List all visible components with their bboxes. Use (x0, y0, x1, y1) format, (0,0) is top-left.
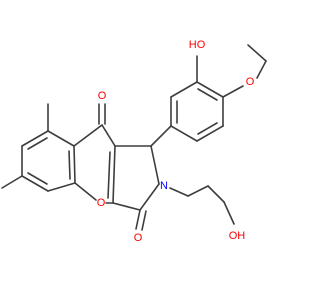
bond (196, 125, 224, 142)
atom-labels: HO O O N O O OH (97, 39, 255, 244)
bond (112, 202, 141, 211)
atom-label-ketone-o: O (98, 90, 107, 102)
bond (139, 183, 160, 211)
atom-label-nitrogen: N (160, 180, 168, 192)
bond (101, 124, 116, 147)
bond (47, 182, 76, 192)
bond (68, 150, 71, 180)
bond (197, 88, 218, 101)
bond (27, 172, 48, 185)
bond (21, 130, 49, 147)
bond (170, 81, 198, 98)
atom-label-ring-o: O (97, 197, 106, 209)
bond (169, 187, 189, 197)
bonds (1, 44, 267, 231)
bond (47, 130, 75, 147)
bond (170, 125, 198, 142)
bond (150, 125, 172, 147)
structure-diagram: HO O O N O O OH (1, 39, 267, 244)
bond (135, 209, 141, 230)
bond (223, 201, 235, 225)
bond (207, 185, 225, 203)
atom-label-lactam-o: O (134, 232, 143, 244)
bond (21, 175, 49, 192)
bond (27, 137, 48, 150)
atom-label-oh-chain: OH (229, 230, 246, 242)
bond (196, 81, 224, 98)
bond (197, 122, 218, 135)
atom-label-ether-o: O (246, 76, 255, 88)
bond (256, 60, 267, 79)
bond (112, 145, 116, 204)
bond (107, 151, 111, 199)
atom-label-oh-top: HO (189, 39, 206, 51)
bond (247, 44, 267, 62)
bond (187, 185, 209, 197)
bond (74, 182, 97, 201)
bond (73, 124, 103, 147)
bond (1, 175, 23, 189)
bond (141, 210, 147, 231)
molecule-canvas: HO O O N O O OH (1, 39, 267, 244)
bond (150, 145, 160, 185)
bond (222, 85, 244, 98)
bond (73, 145, 76, 184)
